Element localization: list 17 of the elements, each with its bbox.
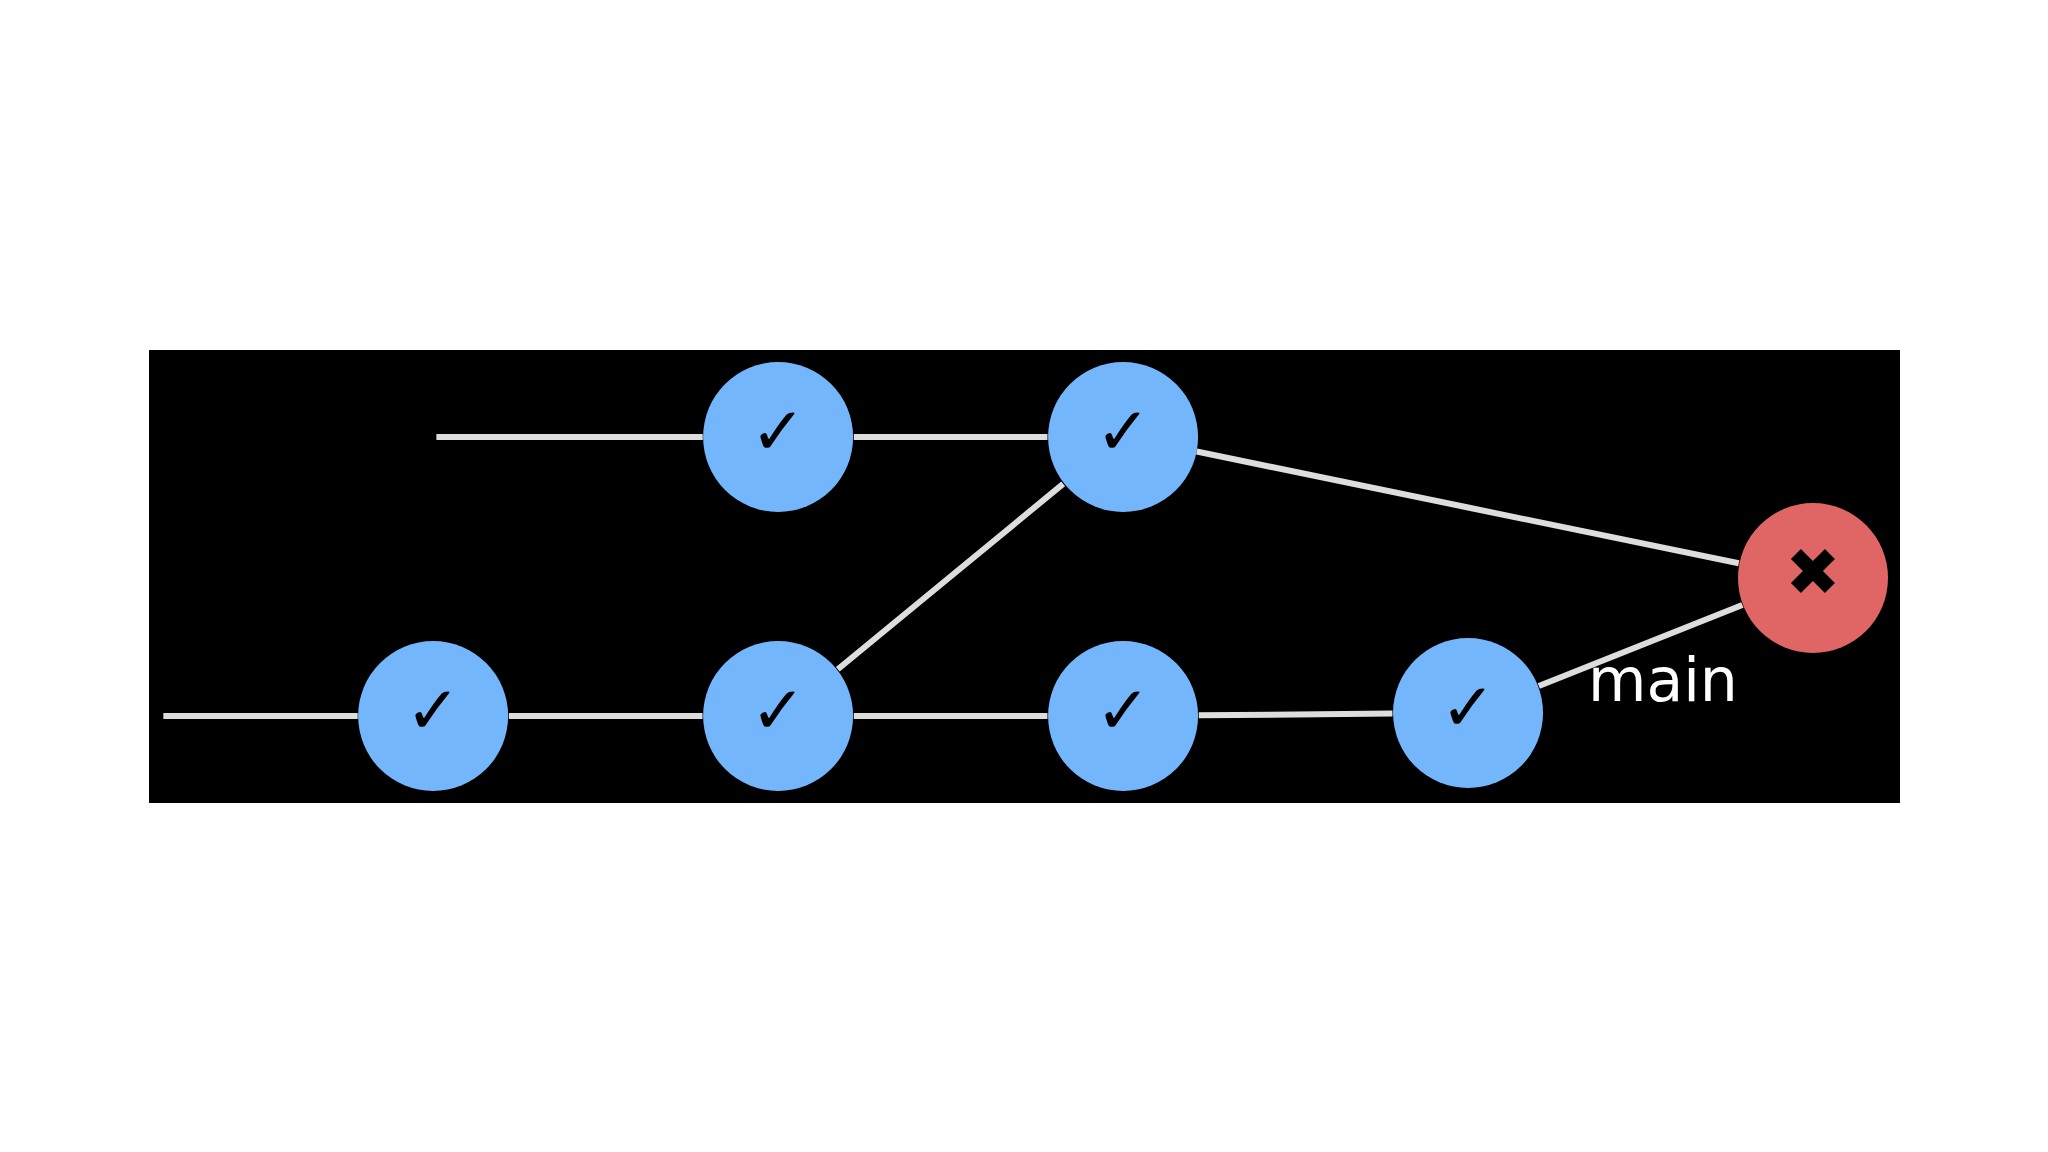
connector	[435, 433, 703, 440]
connector	[162, 712, 358, 719]
connector	[1198, 710, 1392, 718]
connector	[1195, 448, 1739, 566]
node-label: main	[1587, 644, 1738, 715]
node-circle: ✓	[357, 640, 508, 791]
connector	[853, 712, 1047, 719]
connector	[853, 433, 1047, 440]
node-circle: ✖	[1737, 502, 1888, 653]
connector	[835, 481, 1065, 672]
node-circle: ✓	[1047, 361, 1198, 512]
connector	[1537, 601, 1743, 689]
node-circle: ✓	[702, 361, 853, 512]
node-circle: ✓	[1392, 637, 1543, 788]
node-circle: ✓	[702, 640, 853, 791]
node-circle: ✓	[1047, 640, 1198, 791]
connector	[508, 712, 702, 719]
